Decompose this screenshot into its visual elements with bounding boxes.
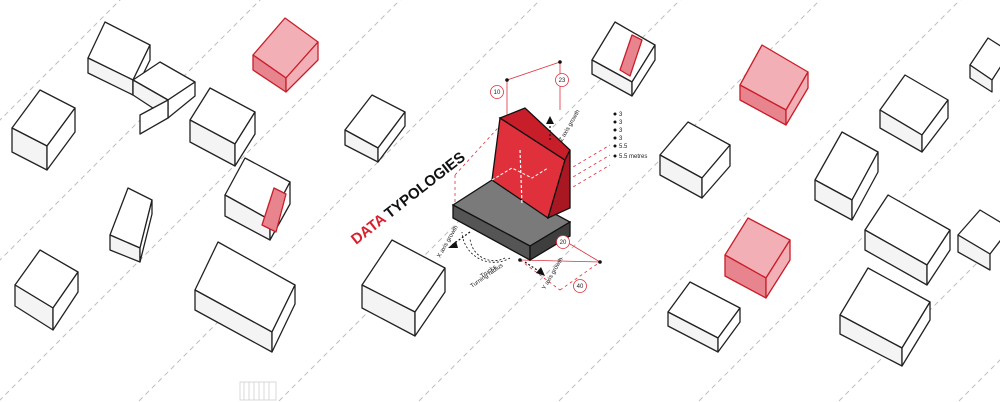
building-block-9 [659,121,731,199]
building-block-red-2 [224,157,291,241]
y-axis-label: Y axis growth [542,257,565,291]
dim-mid-label: 20 [560,240,567,246]
turning-radius-label: Turning radius [470,263,505,290]
title-word-1: DATA [348,210,390,248]
z-axis-label: Z axis growth [559,109,582,143]
building-block-red-1 [252,17,319,93]
height-item: 5.5 [619,144,628,150]
central-typology: 10 23 20 40 Z axis growth X axis growth … [437,60,647,293]
dim-top-circle [555,73,569,87]
building-block-11 [879,74,949,153]
building-block-6 [194,241,296,353]
dim-bottom-label: 40 [577,284,584,290]
building-block-15 [839,267,931,367]
building-block-7 [344,94,406,163]
dim-left-label: 10 [494,90,501,96]
dim-top-label: 23 [559,78,566,84]
height-list: 3 3 3 3 5.5 5.5 metres [613,112,647,160]
building-block-3 [189,87,256,167]
footer-artifact [239,381,277,401]
height-item: 3 [619,136,623,142]
building-block-2 [87,21,196,135]
dim-left-circle [490,85,504,99]
building-block-12 [969,37,1000,93]
height-item: 5.5 metres [619,154,647,160]
building-block-8 [361,239,446,337]
height-item: 3 [619,112,623,118]
building-block-13 [667,281,741,353]
building-block-14 [864,194,951,286]
building-block-1 [11,89,76,171]
dim-bottom-circle [573,279,587,293]
building-block-red-3 [591,21,656,97]
building-block-10 [814,131,879,221]
building-block-16 [957,209,1000,271]
building-block-4 [109,187,153,263]
building-block-red-4 [739,44,809,126]
height-item: 3 [619,128,623,134]
dim-mid-circle [556,235,570,249]
building-block-red-5 [724,217,791,299]
building-block-5 [14,249,79,331]
height-item: 3 [619,120,623,126]
